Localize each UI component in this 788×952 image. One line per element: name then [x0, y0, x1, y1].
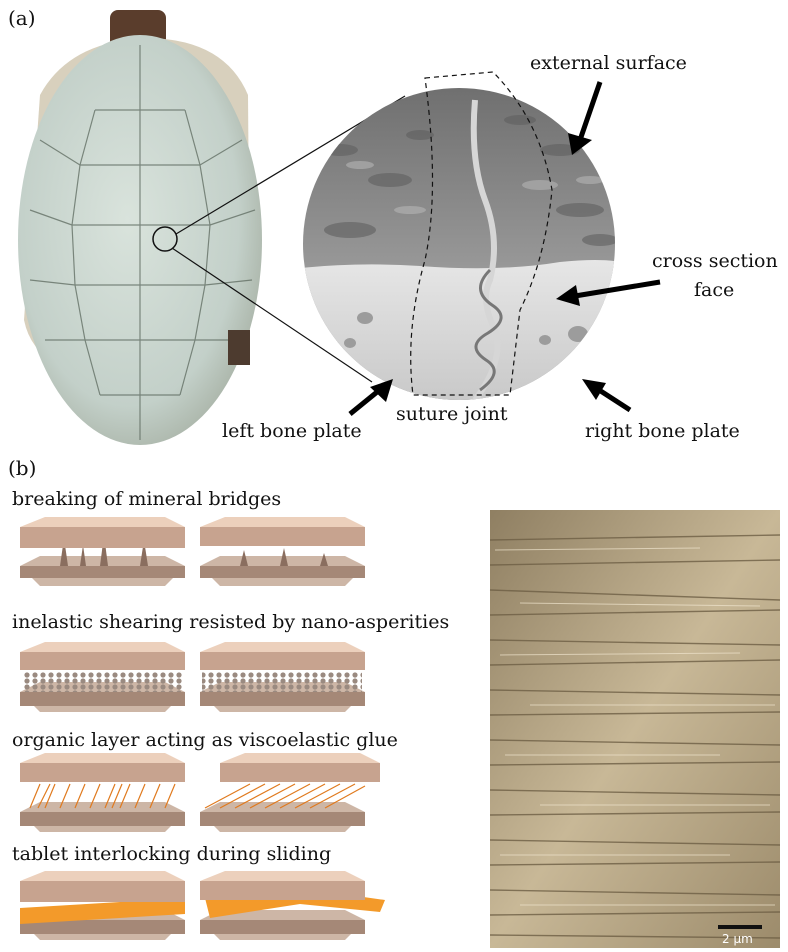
turtle-shell-photo [18, 10, 262, 445]
sem-micrograph [490, 510, 780, 948]
mechanism-label: inelastic shearing resisted by nano-aspe… [12, 613, 449, 632]
mineral-bridges-diagram [20, 517, 365, 586]
scale-bar [718, 925, 762, 929]
left-bone-plate-label: left bone plate [222, 422, 362, 441]
suture-joint-label: suture joint [396, 405, 508, 424]
viscoelastic-glue-diagram [20, 753, 380, 832]
cross-section-label-line1: cross section [652, 252, 778, 271]
sem-scale-label: 2 µm [722, 932, 753, 946]
cross-section-label-line2: face [694, 281, 734, 300]
nano-asperities-diagram [20, 642, 365, 712]
suture-microct-render [300, 85, 620, 405]
tablet-interlocking-diagram [20, 871, 385, 940]
mechanism-label: tablet interlocking during sliding [12, 845, 331, 864]
external-surface-label: external surface [530, 54, 687, 73]
mechanism-label: organic layer acting as viscoelastic glu… [12, 731, 398, 750]
right-bone-plate-label: right bone plate [585, 422, 740, 441]
mechanism-label: breaking of mineral bridges [12, 490, 281, 509]
